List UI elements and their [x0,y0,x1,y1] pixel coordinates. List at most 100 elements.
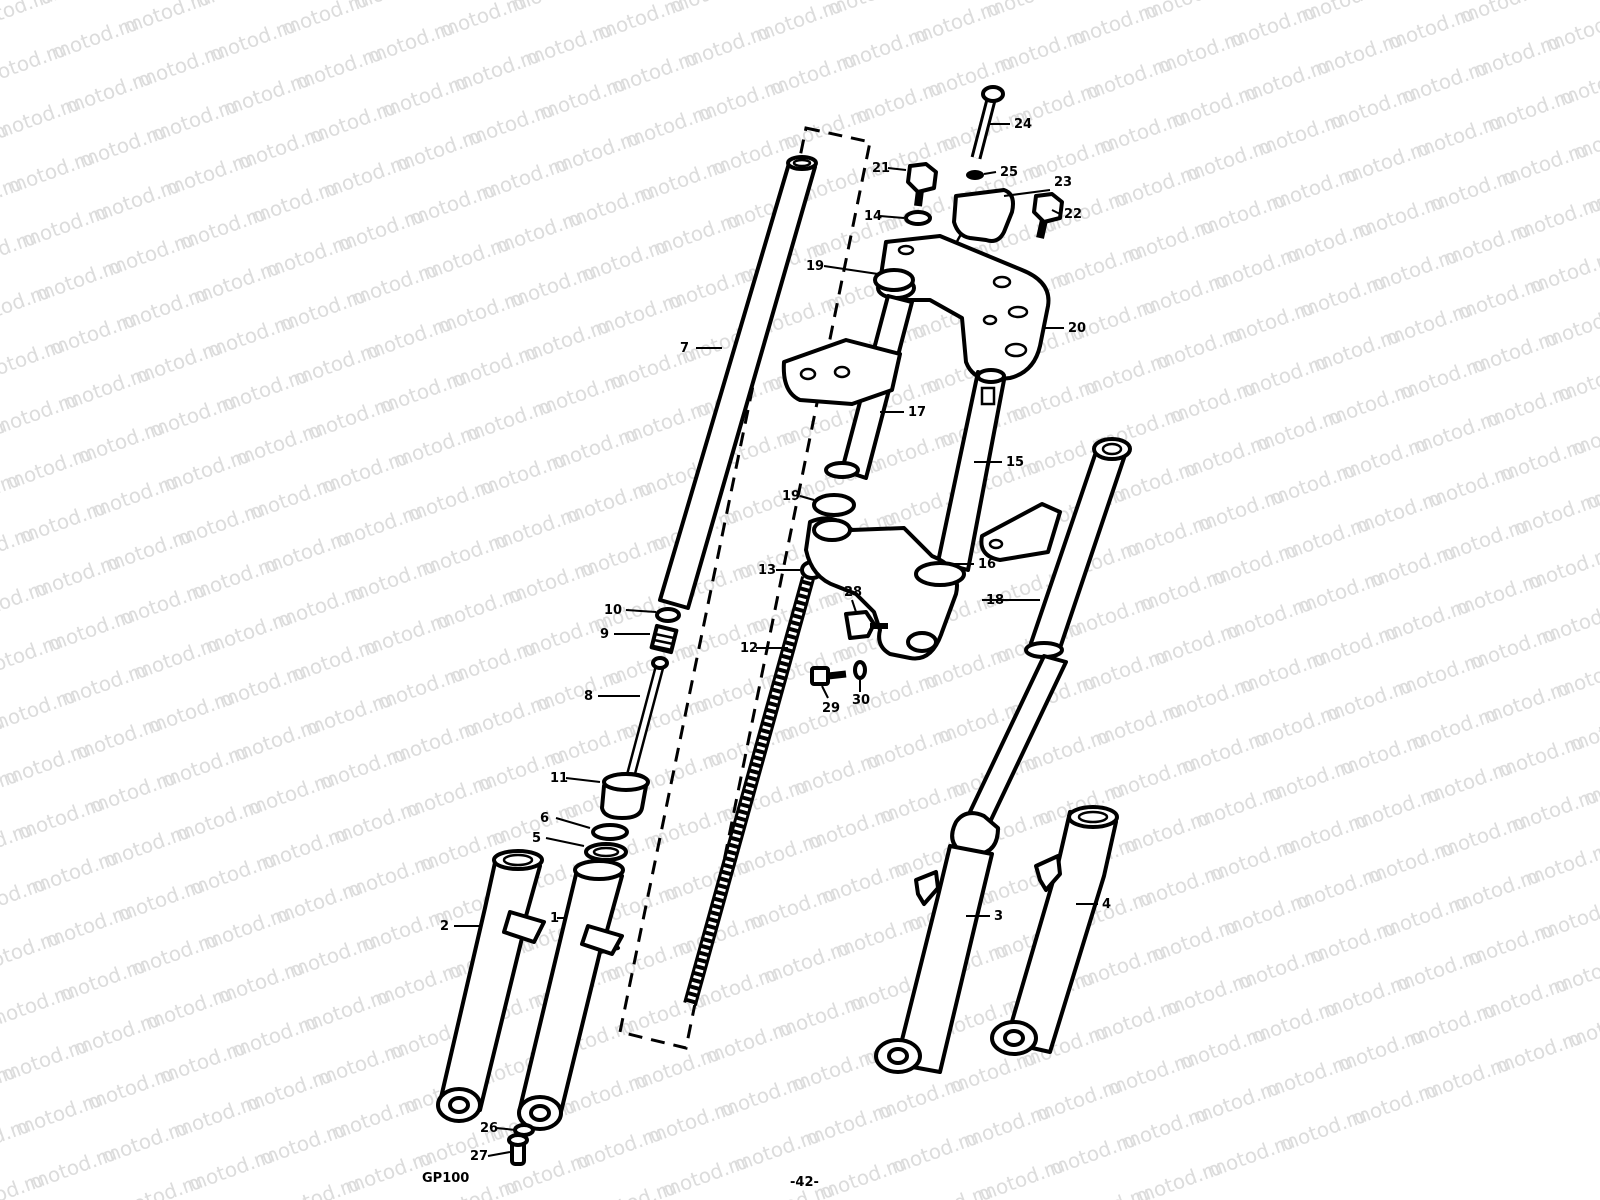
leader-line-11 [565,777,601,783]
watermark-text: motod.ru [1370,0,1464,1]
watermark-text: motod.ru [1298,0,1392,27]
damper-rod-part-8 [625,656,669,780]
callout-27: 27 [470,1149,488,1164]
watermark-text: motod.ru [350,0,444,15]
bolt-part-21 [906,162,938,207]
bearing-part-19-lower [812,493,856,517]
leader-line-21 [887,167,907,171]
watermark-text: motod.ru [1528,0,1600,3]
callout-30: 30 [852,693,870,708]
leader-line-25 [983,171,997,175]
leader-line-26 [495,1127,517,1131]
leader-line-27 [487,1151,511,1157]
bearing-part-19-upper [873,268,915,292]
callout-18: 18 [986,593,1004,608]
callout-20: 20 [1068,321,1086,336]
watermark-text: motod.ru [1536,891,1600,945]
washer-part-30 [853,660,867,680]
outer-tube-part-1 [517,859,625,1131]
watermark-text: motod.ru [1566,703,1600,757]
callout-10: 10 [604,603,622,618]
spring-part-9 [649,623,679,655]
leader-line-28 [851,599,857,613]
watermark-text: motod.ru [508,0,602,17]
leader-line-5 [545,837,585,847]
leader-line-6 [555,817,591,829]
watermark-text: motod.ru [824,0,918,21]
callout-28: 28 [844,585,862,600]
callout-4: 4 [1102,897,1111,912]
outer-tube-part-3 [874,844,994,1074]
watermark-text: motod.ru [1550,945,1600,999]
watermark-text: motod.ru [1556,57,1600,111]
callout-9: 9 [600,627,609,642]
stem-bolt-part-24 [970,85,1005,160]
leader-line-19 [799,495,815,501]
callout-23: 23 [1054,175,1072,190]
callout-19: 19 [806,259,824,274]
callout-24: 24 [1014,117,1032,132]
spring-assembly-outline [618,126,872,1050]
callout-6: 6 [540,811,549,826]
callout-8: 8 [584,689,593,704]
callout-14: 14 [864,209,882,224]
oil-seal-part-6 [591,823,629,841]
steering-stem-part-17 [781,294,914,480]
lower-bracket-part-16 [804,516,966,661]
callout-13: 13 [758,563,776,578]
fork-tube-part-15 [936,368,1006,572]
fork-tube-part-7 [658,155,818,610]
leader-line-22 [1051,209,1061,215]
watermark-text: motod.ru [1568,407,1600,461]
model-label: GP100 [422,1171,469,1186]
washer-part-14 [904,210,932,226]
watermark-text: motod.ru [1526,245,1600,299]
callout-7: 7 [680,341,689,356]
callout-17: 17 [908,405,926,420]
watermark-text: motod.ru [1524,541,1600,595]
watermark-text: motod.ru [1554,353,1600,407]
watermark-text: motod.ru [192,0,286,13]
callout-11: 11 [550,771,568,786]
leader-line-10 [625,609,657,613]
oil-lock-piece-part-11 [600,772,650,820]
callout-5: 5 [532,831,541,846]
leader-line-29 [821,685,829,699]
outer-tube-part-4 [990,805,1119,1056]
bolt-part-22 [1032,192,1064,239]
fork-tube-part-18 [950,437,1132,856]
callout-2: 2 [440,919,449,934]
leader-line-19 [823,265,879,275]
washer-part-10 [655,607,681,623]
callout-3: 3 [994,909,1003,924]
callout-21: 21 [872,161,890,176]
bolt-part-29 [810,666,847,686]
callout-26: 26 [480,1121,498,1136]
watermark-text: motod.ru [34,0,128,11]
callout-25: 25 [1000,165,1018,180]
washer-part-25 [966,170,984,180]
leader-line-14 [879,215,905,219]
fork-spring-part-12 [683,576,815,1006]
watermark-text: motod.ru [1456,0,1550,29]
callout-19: 19 [782,489,800,504]
piston-stack [584,607,681,862]
drain-bolt-part-27 [507,1133,529,1166]
watermark-text: motod.ru [1552,649,1600,703]
leader-line-23 [1003,189,1051,197]
callout-1: 1 [550,911,559,926]
callout-12: 12 [740,641,758,656]
callout-22: 22 [1064,207,1082,222]
bolt-part-28 [844,610,888,640]
callout-layer: 1234567891011121314151617181919202122232… [440,117,1111,1164]
page-number: -42- [790,1175,819,1190]
callout-29: 29 [822,701,840,716]
watermark-text: motod.ru [1538,595,1600,649]
watermark-text: motod.ru [666,0,760,19]
watermark-text: motod.ru [982,0,1076,23]
watermark-text: motod.ru [1564,999,1600,1053]
callout-15: 15 [1006,455,1024,470]
outer-tube-part-2 [436,849,546,1123]
